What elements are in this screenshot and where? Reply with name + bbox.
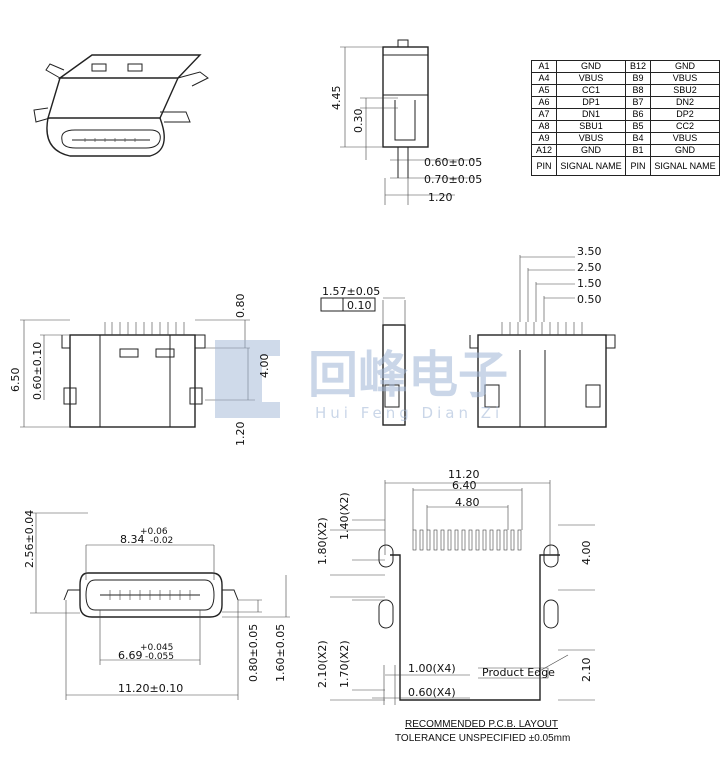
dim-pcb-480: 4.80 [455, 496, 480, 509]
dim-side-070: 0.70±0.05 [424, 173, 482, 186]
header-signal-b: SIGNAL NAME [650, 156, 720, 176]
dim-pcb-060: 0.60(X4) [408, 686, 456, 699]
pin-cell: A7 [531, 108, 557, 121]
signal-cell: GND [556, 144, 626, 157]
signal-cell: GND [556, 60, 626, 73]
dim-back-050: 0.50 [577, 293, 602, 306]
tolerance-note: TOLERANCE UNSPECIFIED ±0.05mm [395, 733, 571, 744]
dim-side-120: 1.20 [428, 191, 453, 204]
pin-cell: A8 [531, 120, 557, 133]
pin-cell: B8 [625, 84, 651, 97]
pin-cell: B6 [625, 108, 651, 121]
dim-front-120: 1.20 [234, 422, 247, 447]
dim-back-150: 1.50 [577, 277, 602, 290]
back-view [469, 255, 616, 428]
pin-cell: B4 [625, 132, 651, 145]
pin-cell: B9 [625, 72, 651, 85]
pin-cell: A4 [531, 72, 557, 85]
dim-pcb-1120: 11.20 [448, 468, 480, 481]
product-edge-label: Product Edge [482, 666, 555, 679]
signal-cell: VBUS [650, 72, 720, 85]
dim-bottom-669-tol-minus: -0.055 [145, 652, 174, 662]
dim-bottom-256: 2.56±0.04 [23, 510, 36, 568]
dim-pcb-180: 1.80(X2) [316, 517, 329, 565]
dim-mid-157: 1.57±0.05 [322, 285, 380, 298]
dim-bottom-834-tol-plus: +0.06 [140, 527, 168, 537]
signal-cell: SBU1 [556, 120, 626, 133]
header-signal-a: SIGNAL NAME [556, 156, 626, 176]
layout-notes: RECOMMENDED P.C.B. LAYOUT TOLERANCE UNSP… [395, 718, 570, 746]
header-pin-a: PIN [531, 156, 557, 176]
dim-pcb-640: 6.40 [452, 479, 477, 492]
dim-bottom-669-tol-plus: +0.045 [140, 643, 173, 653]
signal-cell: CC2 [650, 120, 720, 133]
signal-cell: VBUS [556, 72, 626, 85]
dim-bottom-834: 8.34 [120, 533, 145, 546]
dim-back-350: 3.50 [577, 245, 602, 258]
pin-cell: B7 [625, 96, 651, 109]
dim-front-060: 0.60±0.10 [31, 342, 44, 400]
dim-front-080: 0.80 [234, 294, 247, 319]
watermark-en: Hui Feng Dian Zi [315, 404, 503, 422]
signal-cell: DN1 [556, 108, 626, 121]
dim-mid-flatness: 0.10 [347, 299, 372, 312]
signal-cell: SBU2 [650, 84, 720, 97]
signal-cell: GND [650, 60, 720, 73]
dim-front-650: 6.50 [9, 368, 22, 393]
dim-side-030: 0.30 [352, 109, 365, 134]
dim-pcb-140: 1.40(X2) [338, 492, 351, 540]
dim-pcb-400: 4.00 [580, 541, 593, 566]
pin-cell: B5 [625, 120, 651, 133]
dim-pcb-170: 1.70(X2) [338, 640, 351, 688]
signal-cell: DP1 [556, 96, 626, 109]
pin-cell: A9 [531, 132, 557, 145]
pin-cell: B12 [625, 60, 651, 73]
dim-side-060: 0.60±0.05 [424, 156, 482, 169]
pin-cell: A1 [531, 60, 557, 73]
dim-bottom-160: 1.60±0.05 [274, 624, 287, 682]
dim-bottom-080: 0.80±0.05 [247, 624, 260, 682]
signal-cell: CC1 [556, 84, 626, 97]
signal-cell: GND [650, 144, 720, 157]
pin-cell: A5 [531, 84, 557, 97]
signal-cell: DN2 [650, 96, 720, 109]
dim-bottom-669: 6.69 [118, 649, 143, 662]
watermark: 回峰电子 Hui Feng Dian Zi [215, 340, 508, 422]
isometric-view [33, 54, 209, 157]
dim-pcb-210-right: 2.10 [580, 658, 593, 683]
dim-side-445: 4.45 [330, 86, 343, 111]
dim-front-400: 4.00 [258, 354, 271, 379]
dim-bottom-834-tol-minus: -0.02 [150, 536, 173, 546]
dim-back-250: 2.50 [577, 261, 602, 274]
header-pin-b: PIN [625, 156, 651, 176]
pcb-layout [330, 480, 595, 705]
middle-side-view [320, 297, 406, 426]
signal-cell: VBUS [556, 132, 626, 145]
dim-bottom-1120: 11.20±0.10 [118, 682, 183, 695]
watermark-cn: 回峰电子 [308, 346, 508, 404]
dim-pcb-210: 2.10(X2) [316, 640, 329, 688]
signal-cell: DP2 [650, 108, 720, 121]
dimension-labels: 4.45 0.30 0.60±0.05 0.70±0.05 1.20 0.80 … [9, 86, 602, 700]
pin-cell: A12 [531, 144, 557, 157]
pin-table-header: PIN SIGNAL NAME PIN SIGNAL NAME [531, 156, 720, 176]
bottom-view [30, 512, 290, 700]
signal-cell: VBUS [650, 132, 720, 145]
recommended-layout-title: RECOMMENDED P.C.B. LAYOUT [405, 719, 558, 730]
dim-pcb-100: 1.00(X4) [408, 662, 456, 675]
side-view [340, 39, 475, 205]
pin-cell: B1 [625, 144, 651, 157]
pin-cell: A6 [531, 96, 557, 109]
